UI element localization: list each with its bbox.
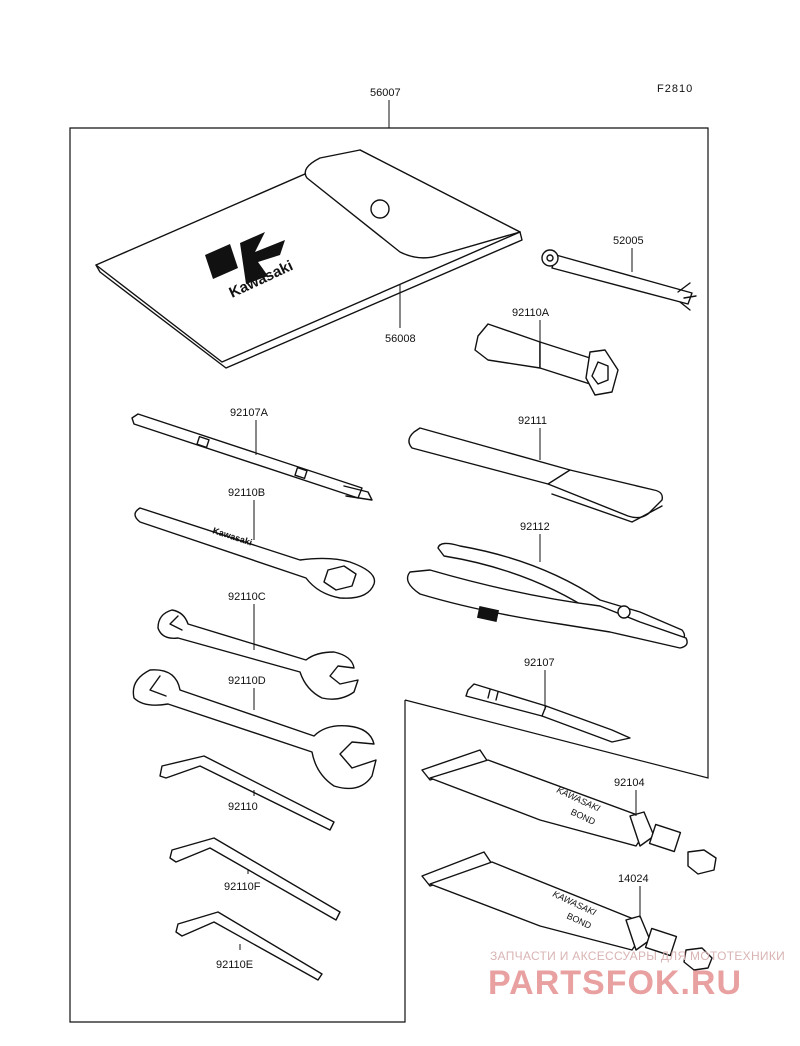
part-number-92107: 92107: [524, 657, 555, 669]
part-number-92110B: 92110B: [228, 487, 265, 499]
part-number-92110F: 92110F: [224, 881, 261, 893]
tool-pouch: Kawasaki: [95, 149, 523, 369]
part-number-14024: 14024: [618, 873, 649, 885]
plug-socket: [474, 323, 619, 396]
hex-key-1: [159, 755, 335, 831]
part-number-92110E: 92110E: [216, 959, 253, 971]
part-number-92111: 92111: [518, 415, 547, 427]
kawasaki-logo-mark: [205, 232, 285, 284]
part-number-92110D: 92110D: [228, 675, 266, 687]
screwdriver-grip: [408, 427, 664, 523]
spark-plug-handle: [541, 249, 697, 311]
open-wrench-large: [132, 669, 377, 790]
assembly-frame: [69, 127, 709, 1023]
figure-code: F2810: [657, 83, 693, 95]
bond-tube-2: KAWASAKI BOND: [421, 851, 713, 971]
watermark-tagline: ЗАПЧАСТИ И АКСЕССУАРЫ ДЛЯ МОТОТЕХНИКИ: [490, 949, 785, 963]
group-number-label: 56007: [370, 87, 401, 99]
part-number-92110C: 92110C: [228, 591, 266, 603]
bond-tube-1: KAWASAKI BOND: [421, 749, 717, 875]
part-number-92107A: 92107A: [230, 407, 269, 419]
part-number-52005: 52005: [613, 235, 644, 247]
part-number-pouch: 56008: [385, 333, 416, 345]
box-wrench: Kawasaki: [134, 507, 376, 599]
part-number-92104: 92104: [614, 777, 645, 789]
open-wrench-small: [157, 609, 359, 700]
part-number-92110: 92110: [228, 801, 258, 813]
watermark-logo: PARTSFOK.RU: [488, 964, 742, 1002]
part-number-92112: 92112: [520, 521, 550, 533]
screwdriver-large: [131, 413, 373, 501]
hex-key-2: [169, 837, 341, 921]
pliers: [406, 542, 688, 649]
part-number-92110A: 92110A: [512, 307, 550, 319]
hex-key-3: [175, 911, 323, 981]
screwdriver-small: [465, 683, 631, 743]
